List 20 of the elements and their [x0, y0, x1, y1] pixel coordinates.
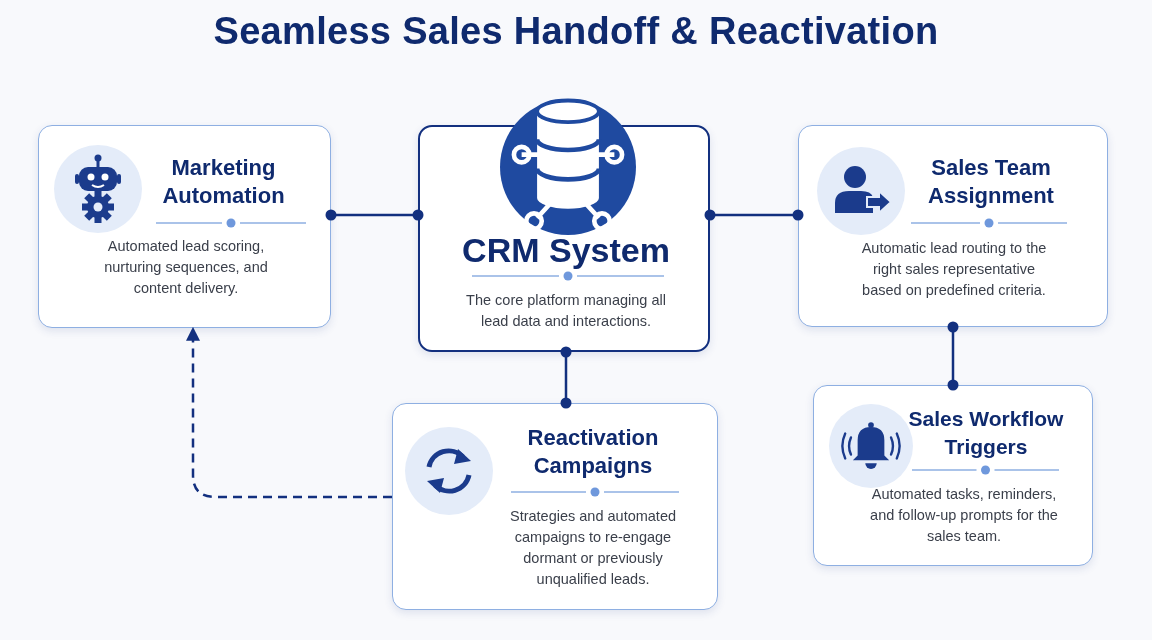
card-heading: Sales Team Assignment: [927, 154, 1055, 210]
card-heading: CRM System: [461, 230, 671, 271]
card-heading: Sales Workflow Triggers: [907, 406, 1065, 460]
card-heading: Marketing Automation: [161, 154, 286, 210]
card-description: Strategies and automated campaigns to re-engage dormant or previously unqualified leads.: [508, 507, 678, 589]
card-description: Automatic lead routing to the right sales representative based on predefined criteria.: [860, 239, 1048, 300]
connector-line: [947, 321, 959, 391]
process-card: [813, 385, 1093, 566]
card-description: Automated lead scoring, nurturing sequences, and content delivery.: [103, 237, 269, 298]
diagram-title: Seamless Sales Handoff & Reactivation: [212, 10, 940, 53]
connector-line: [325, 209, 424, 221]
card-description: Automated tasks, reminders, and follow-up prompts for the sales team.: [869, 485, 1059, 546]
process-card: [392, 403, 718, 610]
card-description: The core platform managing all lead data and interactions.: [465, 291, 667, 331]
dashed-arrow: [186, 326, 392, 499]
process-card: [38, 125, 331, 328]
process-card: [798, 125, 1108, 327]
connector-line: [704, 209, 804, 221]
connector-line: [560, 346, 572, 409]
card-heading: Reactivation Campaigns: [526, 424, 660, 480]
